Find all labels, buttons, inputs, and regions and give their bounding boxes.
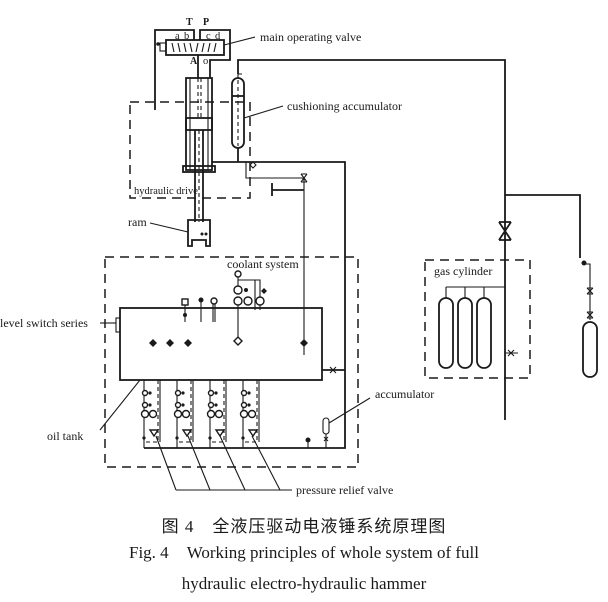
pump-module-4 (239, 380, 260, 448)
gas-cylinder-boundary (424, 259, 531, 379)
caption-chinese: 图 4 全液压驱动电液锤系统原理图 (0, 512, 608, 537)
port-t-label: T (186, 17, 193, 28)
pump-module-2 (173, 380, 194, 448)
level-switch-series-label: level switch series (0, 316, 88, 330)
caption-cn-number: 图 4 (161, 517, 195, 536)
main-operating-valve-label: main operating valve (260, 30, 361, 44)
caption-english-line1: Fig. 4 Working principles of whole system… (0, 543, 608, 563)
pressure-relief-valve-leaders (155, 435, 292, 491)
pressure-line (212, 161, 346, 310)
tee-junction (271, 183, 304, 196)
port-d-label: d (215, 31, 221, 42)
cushioning-accumulator (231, 73, 284, 162)
gas-branch-line (505, 194, 581, 258)
caption-cn-title: 全液压驱动电液锤系统原理图 (212, 517, 447, 536)
port-a-lower-label: a (175, 31, 180, 42)
manifold-line (144, 310, 346, 449)
oil-tank-label: oil tank (47, 429, 83, 443)
pump-module-3 (206, 380, 227, 448)
coolant-system-label: coolant system (227, 257, 299, 271)
tank-diamonds (149, 339, 192, 347)
return-line (245, 162, 305, 310)
port-b-label: b (184, 31, 189, 42)
needle-valve-icon (300, 173, 308, 183)
main-operating-valve (154, 29, 256, 110)
accumulator (305, 397, 371, 448)
level-switch-series (115, 317, 121, 333)
caption-english-line2: hydraulic electro-hydraulic hammer (0, 574, 608, 594)
nitrogen-bottle (581, 260, 598, 378)
gas-cylinder-label: gas cylinder (434, 264, 492, 278)
gas-shutoff-valve-icon (498, 221, 512, 241)
filter-icon (300, 339, 308, 347)
ram (149, 219, 211, 247)
hydraulic-cylinder (182, 77, 216, 222)
port-c-label: c (206, 31, 211, 42)
gas-supply-line (237, 59, 506, 420)
pump-module-1 (140, 380, 161, 448)
hydraulic-drive-label: hydraulic drive (134, 186, 198, 197)
pressure-relief-valve-label: pressure relief valve (296, 483, 393, 497)
oil-tank (119, 307, 323, 381)
drain-valve-icon (329, 366, 337, 374)
caption-en-title-line1: Working principles of whole system of fu… (186, 543, 479, 562)
check-valve-icon (249, 161, 257, 169)
accumulator-label: accumulator (375, 387, 434, 401)
port-a-label: A (190, 56, 198, 67)
coolant-system-boundary (104, 256, 359, 468)
caption-en-number: Fig. 4 (129, 543, 169, 562)
cushioning-accumulator-label: cushioning accumulator (287, 99, 402, 113)
gas-cylinders (438, 286, 518, 369)
port-p-label: P (203, 17, 209, 28)
caption-en-title-line2: hydraulic electro-hydraulic hammer (181, 574, 427, 593)
ram-label: ram (128, 215, 147, 229)
coolant-components (181, 270, 267, 346)
port-o-label: o (203, 56, 208, 67)
oil-tank-leader (99, 379, 141, 431)
